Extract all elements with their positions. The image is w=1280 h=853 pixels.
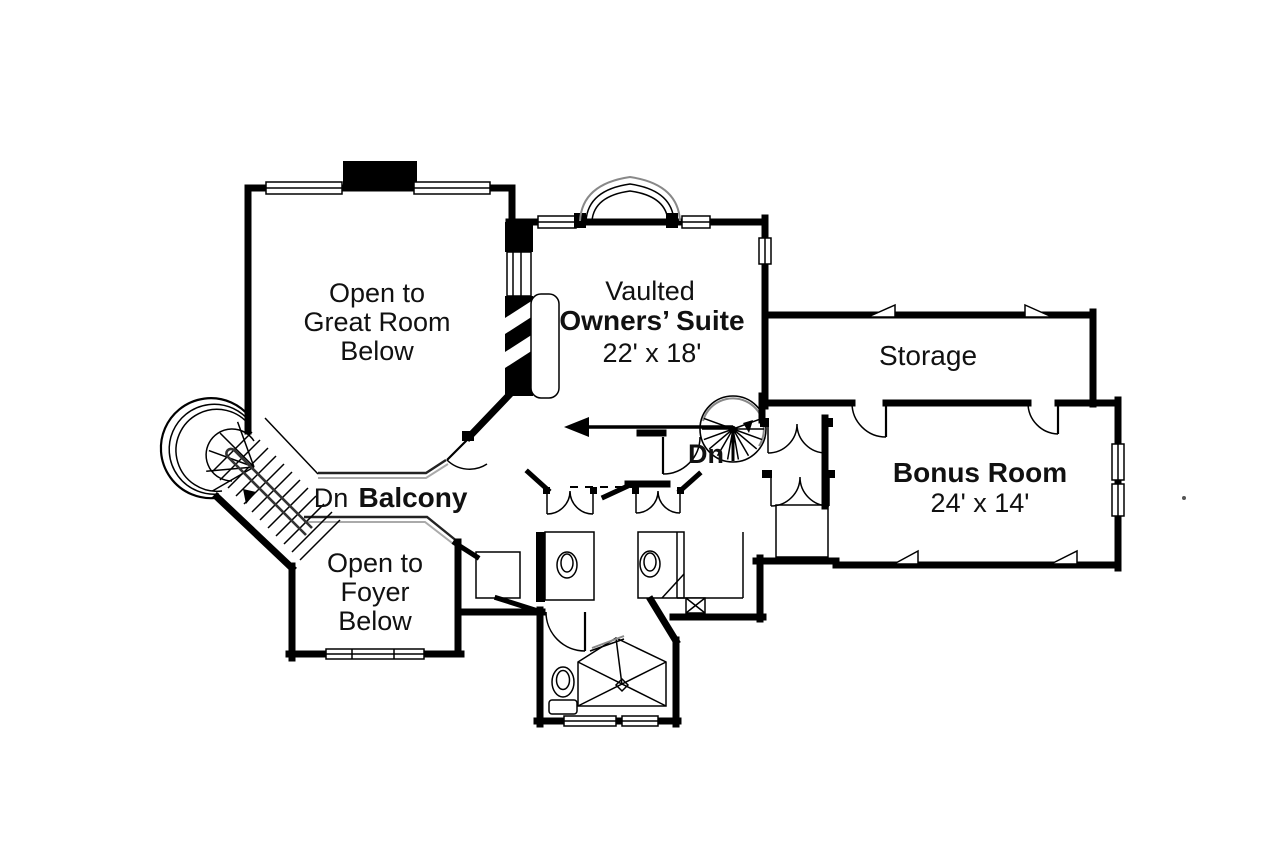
- window-fireplace-wall: [506, 251, 532, 297]
- window-great-room-right: [413, 181, 491, 195]
- entry-arrow: [564, 417, 733, 437]
- balcony-dn-label: Dn: [314, 483, 349, 513]
- door-bonus-entry: [851, 402, 888, 438]
- stair-handrail: [225, 447, 313, 536]
- chimney: [343, 161, 417, 190]
- suite-dims: 22' x 18': [603, 338, 702, 368]
- fireplace: [505, 222, 560, 399]
- vanity-left: [536, 531, 595, 602]
- great-room-chamfer-wall: [464, 387, 517, 442]
- bow-window: [574, 175, 681, 228]
- stair-treads: [211, 431, 341, 561]
- foyer-opening: [285, 538, 465, 662]
- bonus-room: [758, 396, 1125, 572]
- stair-upper-edge: [264, 417, 319, 475]
- door-storage-access: [1027, 402, 1060, 435]
- spiral-direction-mark: [743, 420, 753, 433]
- toilet: [548, 666, 578, 715]
- bonus-room-label: Bonus Room: [893, 457, 1067, 488]
- window-bonus-right-2: [1111, 483, 1125, 517]
- room-labels: Open to Great Room Below Vaulted Owners’…: [303, 276, 1067, 636]
- great-room-label-3: Below: [340, 336, 414, 366]
- balcony-label: Balcony: [359, 482, 468, 513]
- double-door-closet-left: [524, 468, 597, 515]
- attic-access-mark: [1024, 303, 1053, 318]
- stair-tower-outer-wall: [159, 397, 251, 500]
- window-suite-top-right: [681, 215, 711, 229]
- foyer-label-1: Open to: [327, 548, 423, 578]
- sink-right: [639, 550, 661, 578]
- attic-access-mark: [1050, 549, 1078, 565]
- hall-walls: [600, 392, 840, 623]
- spiral-dn-label: Dn: [688, 439, 724, 469]
- stray-mark-dot: [1182, 496, 1186, 500]
- window-bath-2: [621, 715, 659, 727]
- balcony-rail-lower: [304, 515, 459, 543]
- attic-access-mark: [867, 303, 896, 318]
- window-foyer: [325, 648, 425, 660]
- great-room-label-2: Great Room: [303, 307, 450, 337]
- chase-box: [685, 597, 706, 614]
- hall-closet: [775, 504, 829, 558]
- door-dn-hall: [661, 436, 701, 475]
- bonus-room-dims: 24' x 14': [931, 488, 1030, 518]
- shower: [577, 635, 667, 707]
- balcony-rail-upper: [318, 458, 447, 475]
- stair-lower-wall: [212, 492, 297, 573]
- spiral-staircase: [699, 395, 767, 463]
- storage-label: Storage: [879, 340, 977, 371]
- suite-label-1: Vaulted: [605, 276, 695, 306]
- arrowhead: [564, 417, 589, 437]
- firebox-notch: [505, 300, 533, 334]
- great-room: [244, 161, 517, 442]
- sink-left: [556, 551, 578, 579]
- window-suite-right: [758, 237, 772, 265]
- window-bath-1: [563, 715, 617, 727]
- winder-inner-arc: [205, 428, 255, 482]
- window-suite-top-left: [537, 215, 577, 229]
- door-bath: [545, 611, 587, 652]
- balcony: [304, 431, 488, 547]
- owners-suite: [505, 175, 772, 410]
- window-bonus-right-1: [1111, 443, 1125, 481]
- door-balcony-hall: [446, 431, 488, 470]
- shower-drain: [614, 677, 630, 693]
- foyer-label-2: Foyer: [340, 577, 409, 607]
- hall-nook: [676, 532, 744, 614]
- linen-closet: [451, 539, 542, 615]
- bathroom: [451, 468, 744, 728]
- attic-access-mark: [893, 549, 919, 565]
- bath-chamfer-wall: [646, 595, 681, 646]
- foyer-label-3: Below: [338, 606, 412, 636]
- hearth: [530, 293, 560, 399]
- storage-room: [761, 303, 1097, 408]
- firebox-notch-2: [505, 334, 533, 368]
- stair-down-arrow: [243, 489, 256, 504]
- curved-staircase: [159, 397, 341, 573]
- double-door-closet-right: [632, 470, 703, 514]
- suite-label-2: Owners’ Suite: [559, 305, 744, 336]
- vanity-right: [637, 531, 685, 599]
- window-great-room-left: [265, 181, 343, 195]
- great-room-label-1: Open to: [329, 278, 425, 308]
